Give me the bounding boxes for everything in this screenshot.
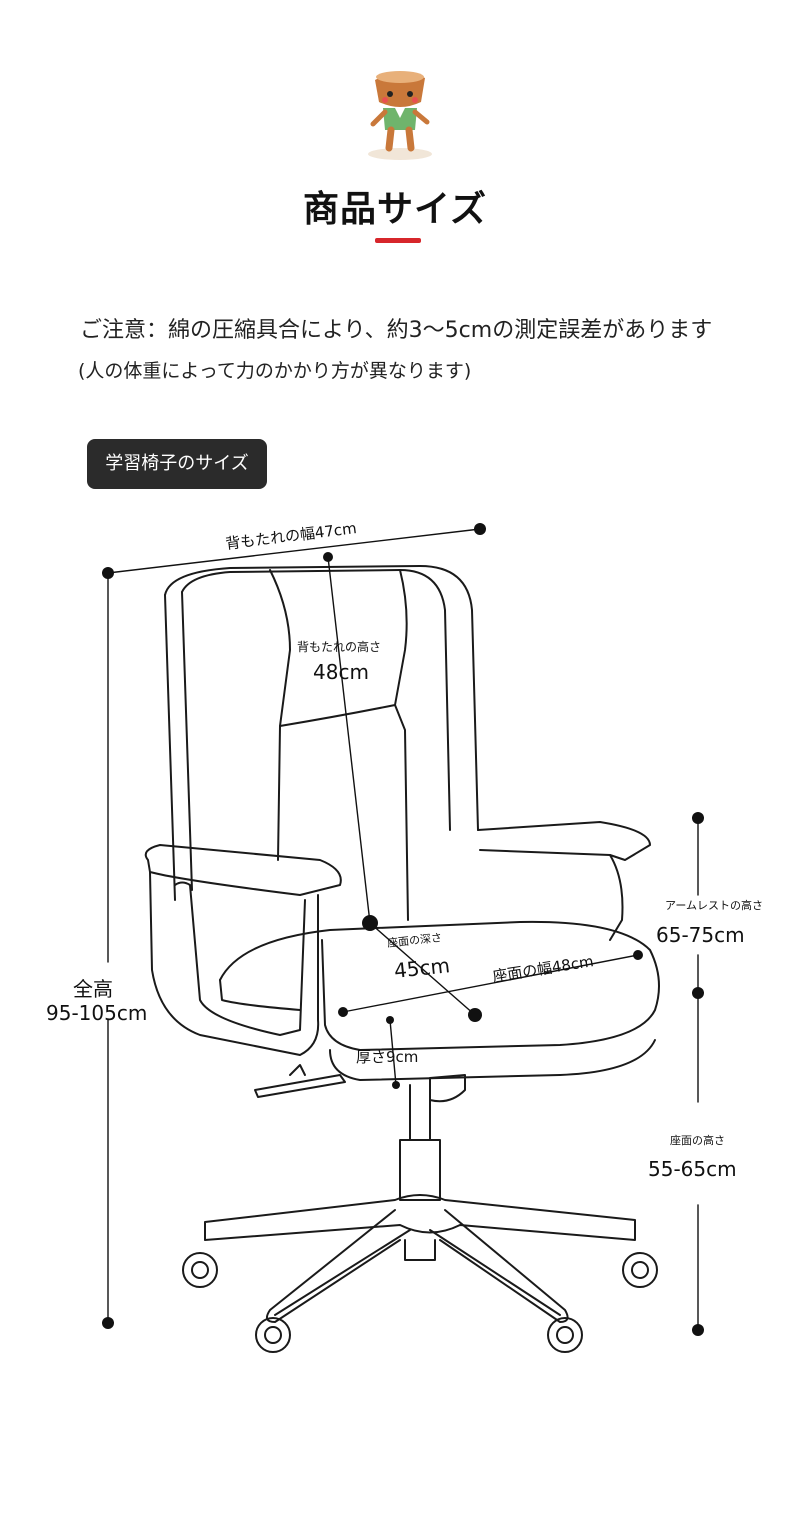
thickness-label: 厚さ9cm bbox=[356, 1048, 419, 1066]
seat-height-value: 55-65cm bbox=[648, 1157, 737, 1181]
back-height-label: 背もたれの高さ bbox=[297, 640, 382, 654]
mascot-icon bbox=[368, 71, 432, 160]
back-height-value: 48cm bbox=[313, 660, 369, 684]
total-height-label: 全高 bbox=[73, 977, 113, 1001]
chair-illustration bbox=[102, 523, 704, 1353]
total-height-value: 95-105cm bbox=[46, 1001, 148, 1025]
chair-diagram: 背もたれの幅47cm 背もたれの高さ 48cm アームレストの高さ 65-75c… bbox=[0, 500, 790, 1400]
armrest-height-label: アームレストの高さ bbox=[665, 899, 764, 912]
section-tag: 学習椅子のサイズ bbox=[87, 439, 267, 489]
page-title: 商品サイズ bbox=[303, 189, 487, 230]
armrest-height-value: 65-75cm bbox=[656, 923, 745, 947]
title-underline bbox=[375, 238, 421, 243]
notice-line-2: (人の体重によって力のかかり方が異なります) bbox=[78, 360, 472, 382]
seat-height-label: 座面の高さ bbox=[670, 1134, 725, 1147]
notice-line-1: ご注意：綿の圧縮具合により、約3〜5cmの測定誤差があります bbox=[80, 318, 713, 343]
title-block: 商品サイズ bbox=[0, 176, 790, 236]
